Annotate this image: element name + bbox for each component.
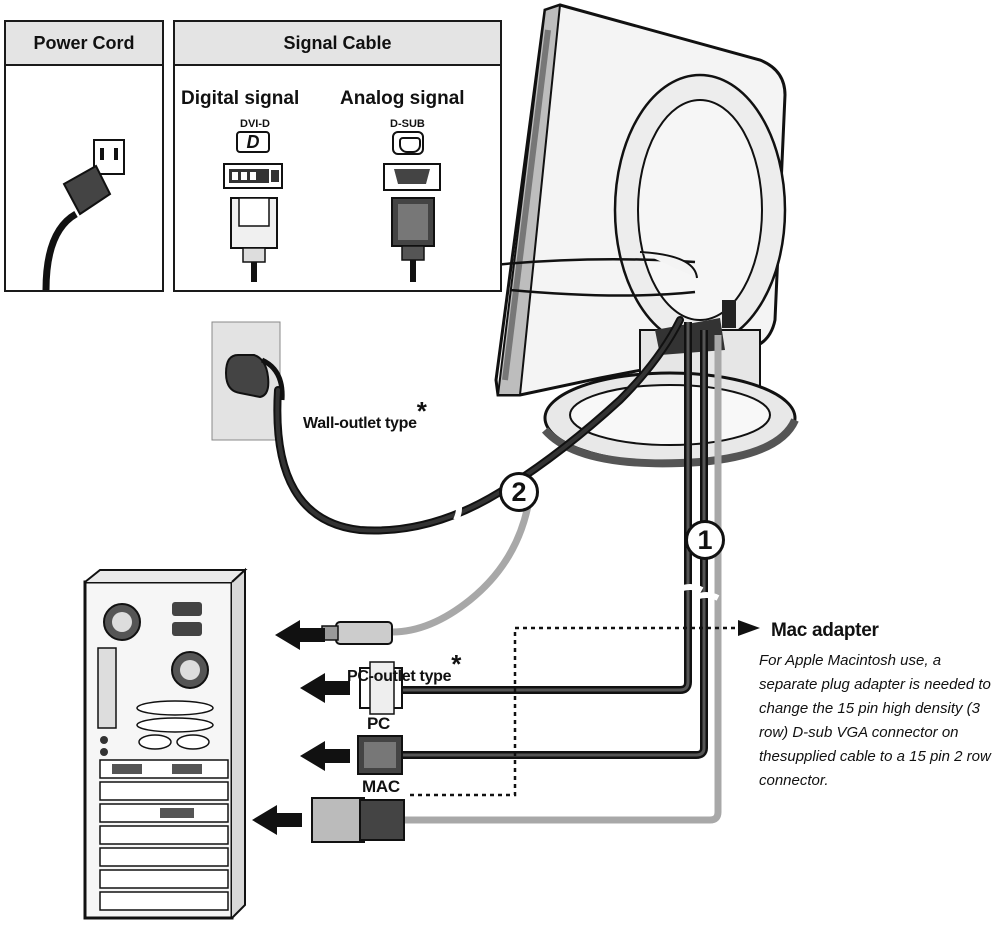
dvi-connector-icon — [223, 163, 283, 282]
d-sub-label: D-SUB — [390, 118, 425, 130]
wall-outlet-asterisk: * — [416, 396, 427, 426]
monitor-illustration — [494, 3, 799, 468]
d-sub-symbol-icon — [392, 131, 424, 155]
pc-outlet-label: PC-outlet type* — [347, 649, 461, 688]
mac-adapter-note: For Apple Macintosh use, a separate plug… — [759, 652, 991, 789]
pc-outlet-asterisk: * — [451, 649, 462, 679]
dvi-d-label: DVI-D — [240, 118, 270, 130]
dvi-d-symbol-letter: D — [246, 131, 260, 152]
wall-outlet-label: Wall-outlet type* — [303, 396, 427, 435]
step-2-badge: 2 — [499, 472, 539, 512]
mac-connector-label: MAC — [362, 777, 400, 796]
wall-outlet-text: Wall-outlet type — [303, 415, 417, 432]
digital-signal-label: Digital signal — [181, 88, 300, 109]
step-1-badge: 1 — [685, 520, 725, 560]
computer-back-illustration — [83, 567, 248, 920]
wall-outlet-illustration — [211, 321, 285, 441]
power-cord-panel: Power Cord — [4, 20, 164, 292]
power-plug-icon — [42, 139, 125, 290]
pc-outlet-text: PC-outlet type — [347, 668, 452, 685]
power-cord-title: Power Cord — [6, 22, 162, 66]
signal-cable-title: Signal Cable — [175, 22, 500, 66]
pc-connector-label: PC — [367, 714, 391, 733]
d-sub-connector-icon — [383, 163, 441, 282]
mac-adapter-title: Mac adapter — [771, 620, 879, 641]
dvi-d-symbol-icon: D — [236, 131, 270, 153]
direction-arrows — [252, 620, 350, 835]
signal-cable-panel: Signal Cable — [173, 20, 502, 292]
analog-signal-label: Analog signal — [340, 88, 465, 109]
